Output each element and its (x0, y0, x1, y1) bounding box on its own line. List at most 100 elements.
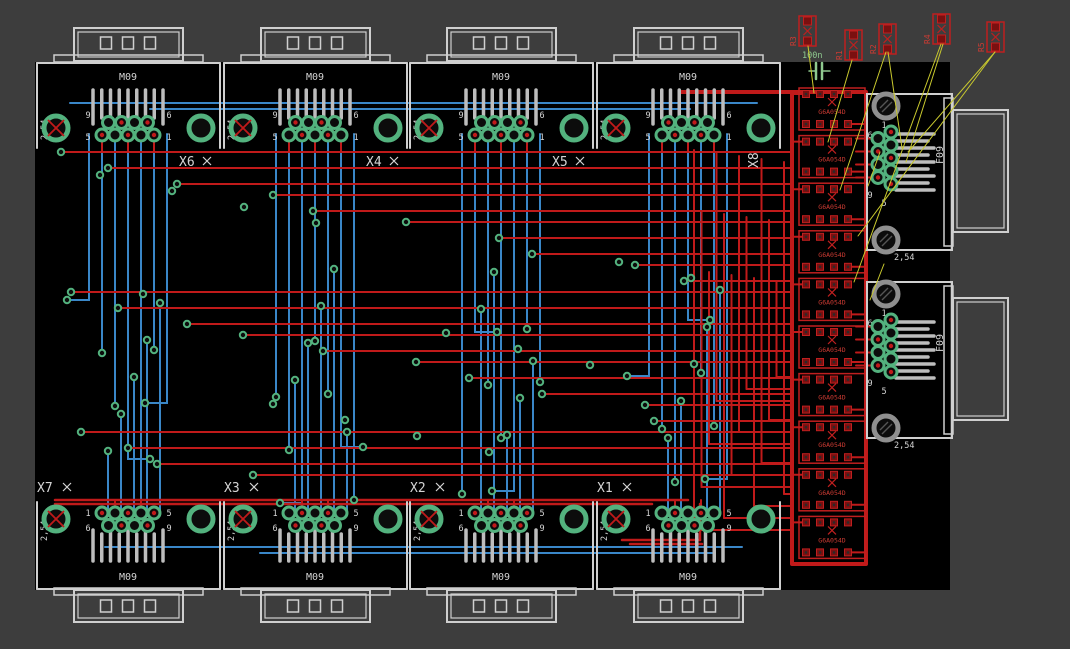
via[interactable] (702, 322, 712, 332)
via[interactable] (522, 324, 532, 334)
via[interactable] (709, 421, 719, 431)
airwire[interactable] (887, 51, 903, 149)
via[interactable] (676, 396, 686, 406)
smd-pad[interactable] (991, 22, 1000, 32)
via[interactable] (412, 431, 422, 441)
pad[interactable] (127, 115, 142, 130)
mounting-hole[interactable] (871, 279, 901, 309)
via[interactable] (323, 389, 333, 399)
pad[interactable] (870, 131, 886, 146)
via[interactable] (239, 202, 249, 212)
via[interactable] (494, 233, 504, 243)
pad[interactable] (107, 127, 123, 143)
pad[interactable] (101, 115, 116, 130)
via[interactable] (441, 328, 451, 338)
via[interactable] (342, 427, 352, 437)
via[interactable] (476, 304, 486, 314)
via[interactable] (679, 276, 689, 286)
via[interactable] (349, 495, 359, 505)
pad[interactable] (281, 127, 297, 143)
via[interactable] (630, 260, 640, 270)
airwire[interactable] (839, 51, 887, 191)
via[interactable] (95, 170, 105, 180)
pad[interactable] (746, 113, 776, 143)
smd-pad[interactable] (937, 14, 946, 24)
via[interactable] (310, 336, 320, 346)
via[interactable] (145, 454, 155, 464)
relay-footprint[interactable]: G6A054D (798, 182, 866, 226)
airwire[interactable] (827, 59, 853, 143)
via[interactable] (515, 393, 525, 403)
via[interactable] (329, 264, 339, 274)
via[interactable] (487, 486, 497, 496)
pad[interactable] (101, 518, 116, 533)
pad[interactable] (870, 319, 886, 334)
pad[interactable] (680, 127, 696, 143)
via[interactable] (110, 401, 120, 411)
via[interactable] (62, 295, 72, 305)
via[interactable] (248, 470, 258, 480)
pad[interactable] (506, 127, 522, 143)
pad[interactable] (474, 115, 489, 130)
via[interactable] (149, 345, 159, 355)
pad[interactable] (870, 345, 886, 360)
via[interactable] (484, 447, 494, 457)
via[interactable] (527, 249, 537, 259)
airwire[interactable] (857, 51, 996, 237)
via[interactable] (670, 477, 680, 487)
pad[interactable] (674, 518, 689, 533)
component-footprints[interactable]: M0996512,54X6M0996512,54X4M0996512,54X5M… (36, 27, 1009, 623)
connector-X4[interactable]: M0996512,54X4 (223, 27, 408, 170)
airwire[interactable] (853, 43, 942, 283)
via[interactable] (311, 218, 321, 228)
via[interactable] (142, 335, 152, 345)
via[interactable] (457, 489, 467, 499)
via[interactable] (129, 372, 139, 382)
relay-footprint[interactable]: G6A054D (798, 468, 866, 512)
pad[interactable] (674, 115, 689, 130)
trace-bottom[interactable] (66, 133, 90, 301)
pad[interactable] (333, 127, 349, 143)
via[interactable] (528, 356, 538, 366)
smd-pad[interactable] (849, 30, 858, 40)
via[interactable] (585, 360, 595, 370)
via[interactable] (483, 380, 493, 390)
via[interactable] (116, 409, 126, 419)
relay-footprint[interactable]: G6A054D (798, 134, 866, 179)
pad[interactable] (327, 518, 342, 533)
relay-footprint[interactable]: G6A054D (798, 87, 866, 131)
smd-pad[interactable] (991, 42, 1000, 52)
via[interactable] (97, 348, 107, 358)
pad[interactable] (706, 505, 722, 521)
via[interactable] (489, 267, 499, 277)
via[interactable] (113, 303, 123, 313)
via[interactable] (535, 377, 545, 387)
trace-bottom[interactable] (474, 133, 498, 333)
pad[interactable] (186, 113, 216, 143)
via[interactable] (308, 206, 318, 216)
via[interactable] (640, 400, 650, 410)
pad[interactable] (883, 351, 899, 367)
pad[interactable] (680, 505, 696, 521)
smd-pad[interactable] (803, 16, 812, 26)
via[interactable] (167, 186, 177, 196)
via[interactable] (464, 373, 474, 383)
airwire[interactable] (869, 263, 885, 301)
trace-bottom[interactable] (704, 133, 728, 480)
via[interactable] (103, 446, 113, 456)
via[interactable] (271, 392, 281, 402)
via[interactable] (700, 474, 710, 484)
via[interactable] (715, 285, 725, 295)
pad[interactable] (654, 127, 670, 143)
pad[interactable] (700, 115, 715, 130)
mounting-hole[interactable] (871, 225, 901, 255)
relay-footprint[interactable]: G6A054D (798, 515, 866, 560)
mounting-hole[interactable] (871, 91, 901, 121)
via[interactable] (66, 287, 76, 297)
pad[interactable] (373, 113, 403, 143)
via[interactable] (284, 445, 294, 455)
top-copper-layer[interactable] (53, 90, 873, 566)
